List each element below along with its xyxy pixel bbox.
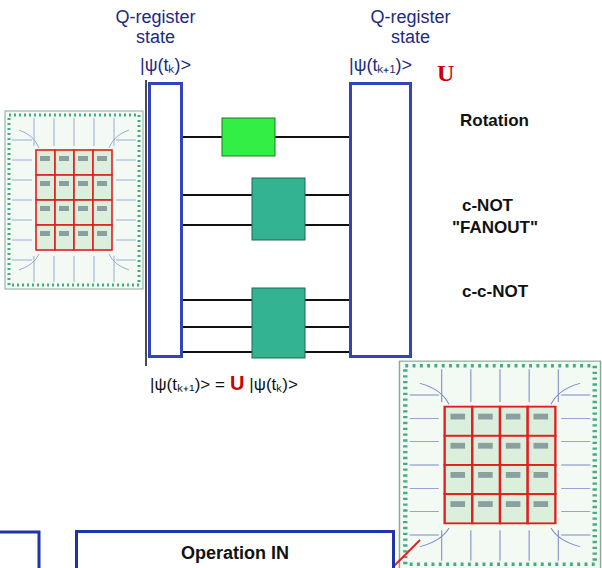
heading-holder: Q-register state bbox=[351, 7, 471, 47]
ccnot-gate bbox=[252, 288, 305, 358]
register-box: Q-register state|ψ(tₖ)> bbox=[148, 82, 183, 358]
equation-term: |ψ(tₖ₊₁)> = bbox=[150, 372, 225, 395]
operation-box: Operation IN bbox=[75, 530, 395, 568]
register-box: Q-register state|ψ(tₖ₊₁)> bbox=[349, 82, 412, 358]
gate-name: c-NOT bbox=[462, 196, 513, 216]
state-ket: |ψ(tₖ₊₁)> bbox=[321, 55, 441, 75]
axis-line bbox=[145, 80, 147, 366]
gate-name: Rotation bbox=[460, 111, 529, 131]
operator-symbol: U bbox=[230, 372, 244, 395]
heading-holder: |ψ(tₖ₊₁)> bbox=[321, 55, 441, 75]
chip-image bbox=[5, 111, 143, 289]
gate-name: "FANOUT" bbox=[452, 218, 538, 238]
heading-holder: Q-register state bbox=[96, 7, 216, 47]
rotation-gate bbox=[222, 118, 275, 156]
cropped-box bbox=[0, 532, 39, 568]
heading-holder: |ψ(tₖ)> bbox=[106, 55, 226, 75]
state-ket: |ψ(tₖ)> bbox=[106, 55, 226, 75]
chip-image bbox=[399, 361, 600, 568]
operation-title: Operation IN bbox=[181, 543, 289, 568]
register-heading: Q-register state bbox=[361, 7, 461, 47]
equation-term: |ψ(tₖ)> bbox=[249, 372, 298, 395]
operator-symbol: U bbox=[437, 60, 454, 87]
equation: |ψ(tₖ₊₁)> =U|ψ(tₖ)> bbox=[150, 372, 298, 395]
register-heading: Q-register state bbox=[106, 7, 206, 47]
pointer-line bbox=[392, 540, 420, 568]
gate-name: c-c-NOT bbox=[462, 282, 528, 302]
cnot-gate bbox=[252, 178, 305, 240]
